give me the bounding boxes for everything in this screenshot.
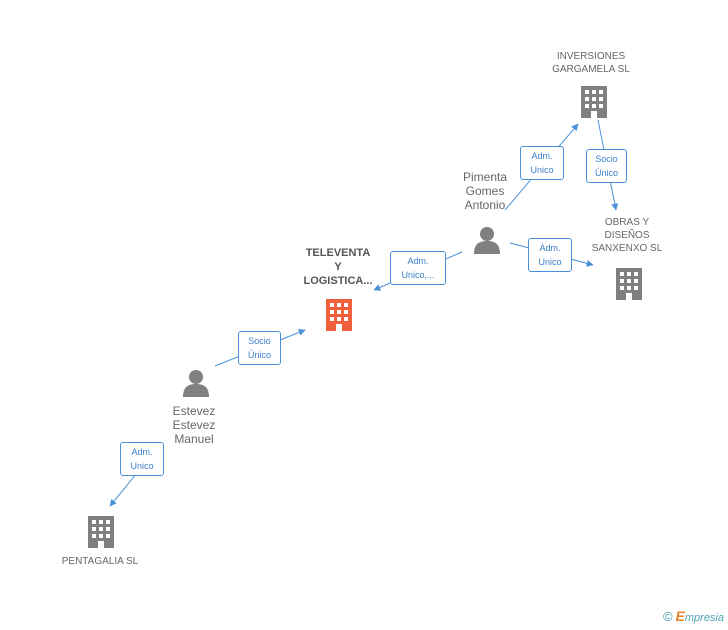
node-label-pimenta[interactable]: Pimenta Gomes Antonio	[445, 170, 525, 212]
person-icon[interactable]	[474, 227, 500, 254]
label-line: Antonio	[464, 198, 506, 212]
copyright-icon: ©	[662, 609, 673, 624]
building-icon[interactable]	[616, 268, 642, 300]
person-icon[interactable]	[183, 370, 209, 397]
brand-footer: ©Empresia	[663, 608, 724, 624]
brand-logo-letter: E	[675, 608, 685, 624]
label-line: Manuel	[174, 432, 214, 446]
label-line: Gomes	[465, 184, 505, 198]
node-label-televenta[interactable]: TELEVENTA Y LOGISTICA...	[288, 246, 388, 288]
label-line: TELEVENTA	[305, 247, 371, 259]
tag-line: Adm.	[539, 243, 561, 253]
brand-name: mpresia	[684, 612, 724, 624]
building-icon[interactable]	[326, 299, 352, 331]
building-icon[interactable]	[581, 86, 607, 118]
label-line: OBRAS Y	[604, 217, 650, 228]
tag-line: Unico,...	[401, 270, 435, 280]
label-line: PENTAGALIA SL	[61, 556, 139, 567]
label-line: Y	[334, 261, 342, 273]
tag-line: Adm.	[407, 256, 429, 266]
tag-line: Socio	[595, 154, 618, 164]
label-line: Estevez	[172, 404, 216, 418]
node-label-inversiones[interactable]: INVERSIONES GARGAMELA SL	[541, 50, 641, 76]
label-line: Estevez	[172, 418, 216, 432]
edge-tag-estevez-televenta[interactable]: Socio Único	[238, 331, 281, 365]
tag-line: Adm.	[131, 447, 153, 457]
node-label-estevez[interactable]: Estevez Estevez Manuel	[154, 404, 234, 446]
tag-line: Unico	[538, 257, 562, 267]
label-line: GARGAMELA SL	[552, 64, 630, 75]
label-line: Pimenta	[462, 170, 508, 184]
building-icon[interactable]	[88, 516, 114, 548]
tag-line: Unico	[130, 461, 154, 471]
tag-line: Socio	[248, 336, 271, 346]
tag-line: Único	[247, 350, 271, 360]
edge-tag-inversiones-obras[interactable]: Socio Único	[586, 149, 627, 183]
edge-tag-pimenta-inversiones[interactable]: Adm. Unico	[520, 146, 564, 180]
node-label-pentagalia[interactable]: PENTAGALIA SL	[50, 555, 150, 568]
label-line: LOGISTICA...	[303, 275, 373, 287]
tag-line: Adm.	[531, 151, 553, 161]
edge-tag-pimenta-televenta[interactable]: Adm. Unico,...	[390, 251, 446, 285]
edge-tag-pimenta-obras[interactable]: Adm. Unico	[528, 238, 572, 272]
label-line: DISEÑOS	[604, 230, 650, 241]
tag-line: Unico	[530, 165, 554, 175]
label-line: INVERSIONES	[556, 51, 626, 62]
label-line: SANXENXO SL	[591, 243, 663, 254]
tag-line: Único	[594, 168, 618, 178]
node-label-obras[interactable]: OBRAS Y DISEÑOS SANXENXO SL	[577, 216, 677, 255]
edge-tag-estevez-pentagalia[interactable]: Adm. Unico	[120, 442, 164, 476]
